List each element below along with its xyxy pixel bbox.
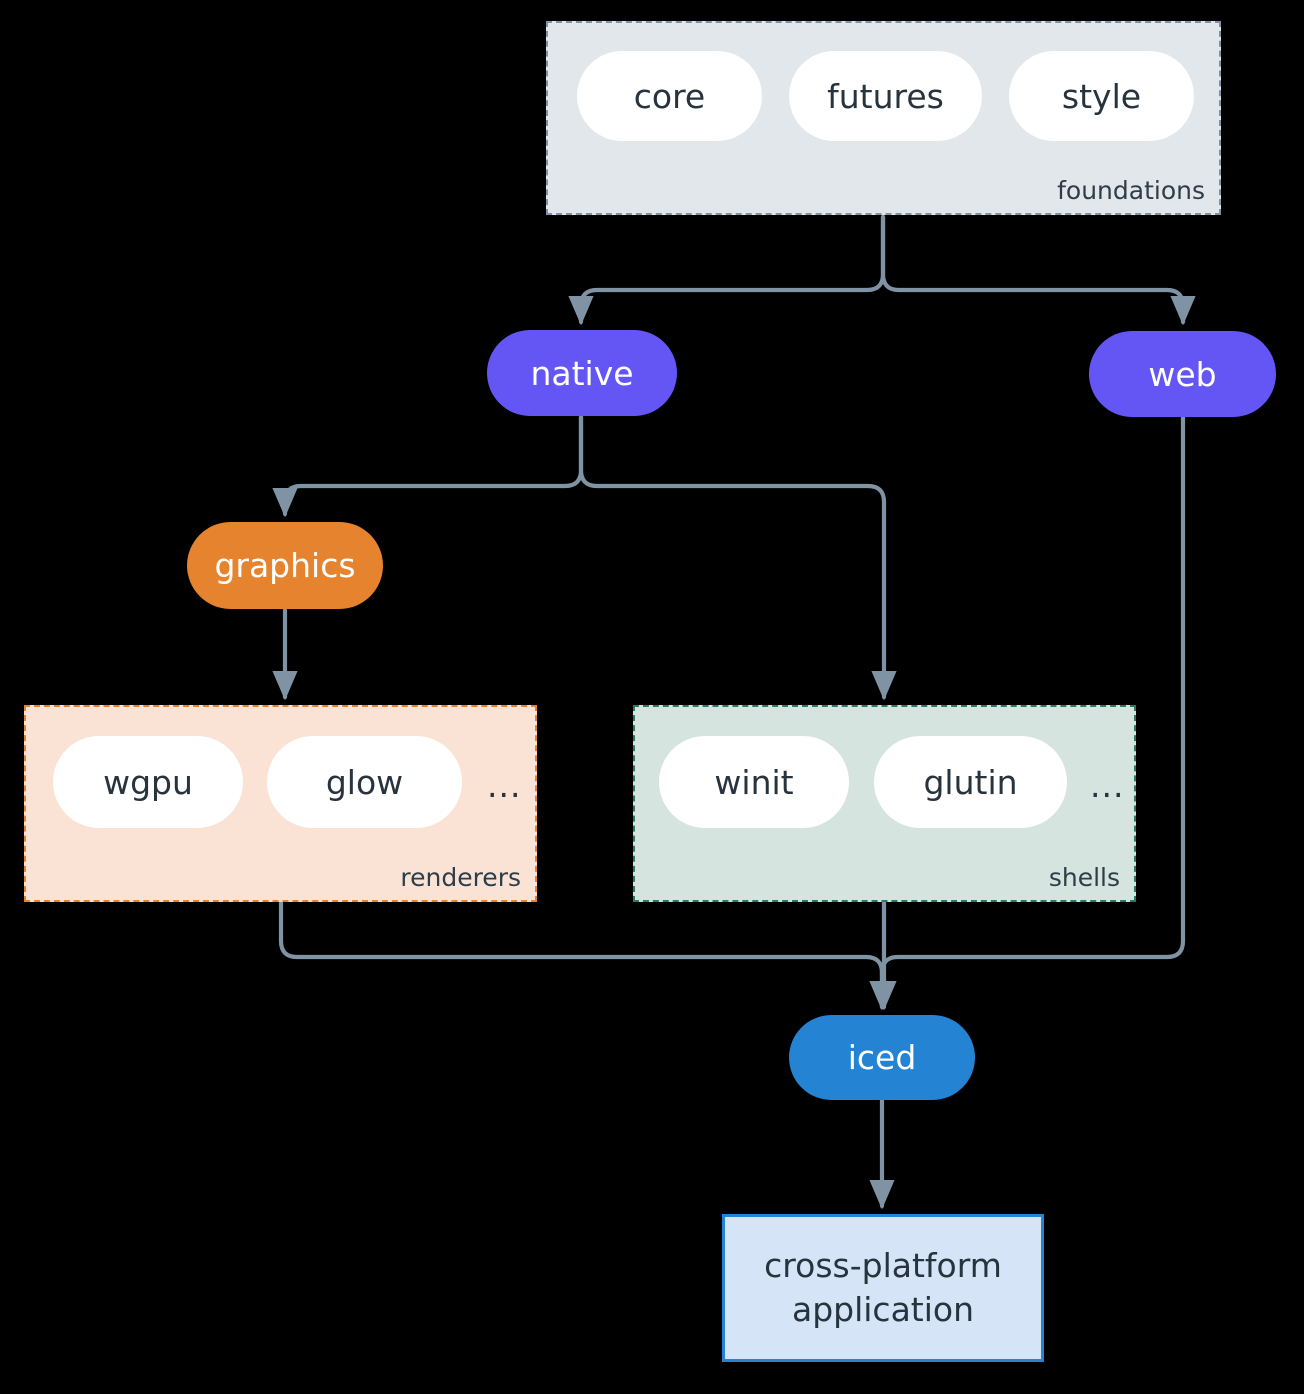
node-winit[interactable]: winit [659, 736, 849, 828]
cluster-foundations[interactable]: core futures style foundations [546, 21, 1221, 215]
edge-foundations-to-native [568, 214, 886, 326]
cluster-label-shells: shells [1048, 863, 1120, 892]
shells-overflow-ellipsis: ... [1090, 766, 1125, 805]
node-futures[interactable]: futures [789, 51, 982, 141]
cluster-label-renderers: renderers [400, 863, 521, 892]
node-graphics[interactable]: graphics [187, 522, 383, 609]
node-wgpu[interactable]: wgpu [53, 736, 243, 828]
node-style[interactable]: style [1009, 51, 1194, 141]
node-native[interactable]: native [487, 330, 677, 416]
cluster-label-foundations: foundations [1057, 176, 1205, 205]
node-web[interactable]: web [1089, 331, 1276, 417]
cluster-renderers[interactable]: wgpu glow ... renderers [24, 705, 537, 902]
node-core[interactable]: core [577, 51, 762, 141]
node-glutin[interactable]: glutin [874, 736, 1067, 828]
node-cross-platform-application[interactable]: cross-platform application [722, 1214, 1044, 1362]
edge-renderers-to-iced [278, 900, 895, 1011]
edge-foundations-to-web [880, 214, 1196, 326]
node-iced[interactable]: iced [789, 1015, 975, 1100]
edge-native-to-graphics [272, 414, 584, 518]
node-glow[interactable]: glow [267, 736, 462, 828]
renderers-overflow-ellipsis: ... [487, 766, 522, 805]
cluster-shells[interactable]: winit glutin ... shells [633, 705, 1136, 902]
edge-native-to-shells [578, 414, 897, 701]
